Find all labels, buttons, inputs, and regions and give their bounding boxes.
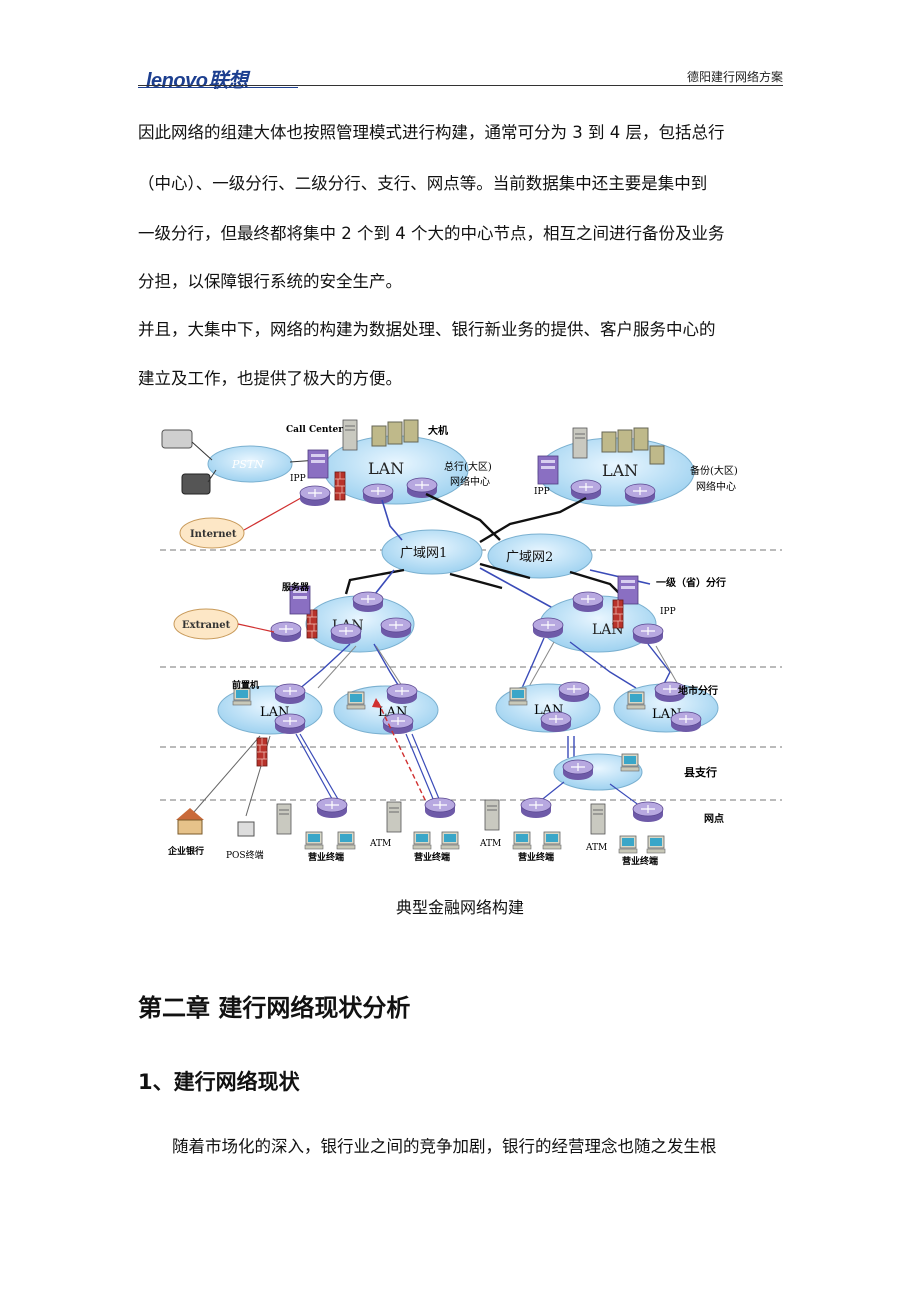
pstn-cloud: PSTN xyxy=(207,445,293,483)
wan2-label: 广域网2 xyxy=(506,550,553,565)
backup-center-label: 网络中心 xyxy=(696,480,736,493)
telephone-icon xyxy=(161,429,211,495)
wan1-cloud: 广域网1 xyxy=(381,529,483,575)
teller-label: 营业终端 xyxy=(622,855,658,867)
section-heading: 1、建行网络现状 xyxy=(138,1070,300,1094)
hq-center-label: 总行(大区) xyxy=(444,460,492,473)
intro-line: 一级分行，但最终都将集中 2 个到 4 个大的中心节点，相互之间进行备份及业务 xyxy=(138,224,725,243)
lan-label: LAN xyxy=(602,461,638,480)
intro-line: 因此网络的组建大体也按照管理模式进行构建，通常可分为 3 到 4 层，包括总行 xyxy=(138,123,725,142)
hq-center-label: 网络中心 xyxy=(450,475,490,488)
call-center-label: Call Center xyxy=(286,425,343,435)
wan2-cloud: 广域网2 xyxy=(487,533,593,579)
header-title: 德阳建行网络方案 xyxy=(686,70,783,84)
ipp-label: IPP xyxy=(660,607,676,617)
city-branch-label: 地市分行 xyxy=(678,684,718,697)
mainframe-icon xyxy=(601,427,665,465)
pstn-label: PSTN xyxy=(231,458,264,471)
chapter-heading: 第二章 建行网络现状分析 xyxy=(138,994,411,1022)
page-header: lenovo联想 德阳建行网络方案 xyxy=(138,60,783,92)
enterprise-bank-label: 企业银行 xyxy=(167,845,204,857)
logo-cn: 联想 xyxy=(208,70,248,92)
teller-label: 营业终端 xyxy=(308,851,344,863)
figure-caption: 典型金融网络构建 xyxy=(395,898,524,917)
atm-label: ATM xyxy=(369,839,391,849)
extranet-label: Extranet xyxy=(182,620,231,631)
outlet-label: 网点 xyxy=(704,812,724,825)
mainframe-label: 大机 xyxy=(428,424,448,437)
body-paragraph: 随着市场化的深入，银行业之间的竞争加剧，银行的经营理念也随之发生根 xyxy=(172,1137,717,1156)
intro-line: （中心）、一级分行、二级分行、支行、网点等。当前数据集中还主要是集中到 xyxy=(138,174,708,193)
ipp-label: IPP xyxy=(534,487,550,497)
server-label: 服务器 xyxy=(282,581,310,593)
logo-text: lenovo xyxy=(146,70,208,92)
pos-icon xyxy=(237,821,255,837)
atm-label: ATM xyxy=(585,843,607,853)
pos-label: POS终端 xyxy=(226,849,264,861)
level1-branch-label: 一级（省）分行 xyxy=(656,576,726,589)
header-accent-rule xyxy=(138,87,298,88)
teller-label: 营业终端 xyxy=(414,851,450,863)
front-end-label: 前置机 xyxy=(232,679,259,691)
lan-label: LAN xyxy=(368,459,404,478)
header-rule xyxy=(138,85,783,86)
intro-line: 建立及工作，也提供了极大的方便。 xyxy=(138,369,402,388)
intro-line: 并且，大集中下，网络的构建为数据处理、银行新业务的提供、客户服务中心的 xyxy=(138,320,716,339)
network-diagram: PSTN Internet LAN Call Cente xyxy=(150,402,782,880)
backup-center-label: 备份(大区) xyxy=(690,464,738,477)
core-links xyxy=(344,492,621,595)
internet-cloud: Internet xyxy=(179,517,245,549)
enterprise-bank-icon xyxy=(176,808,204,835)
atm-label: ATM xyxy=(479,839,501,849)
extranet-cloud: Extranet xyxy=(173,608,239,640)
county-branch-label: 县支行 xyxy=(684,765,717,779)
mainframe-icon xyxy=(371,419,419,447)
internet-label: Internet xyxy=(190,529,237,540)
intro-line: 分担，以保障银行系统的安全生产。 xyxy=(138,272,402,291)
ipp-label: IPP xyxy=(290,474,306,484)
wan1-label: 广域网1 xyxy=(400,546,447,561)
teller-label: 营业终端 xyxy=(518,851,554,863)
lenovo-logo: lenovo联想 xyxy=(146,64,248,93)
